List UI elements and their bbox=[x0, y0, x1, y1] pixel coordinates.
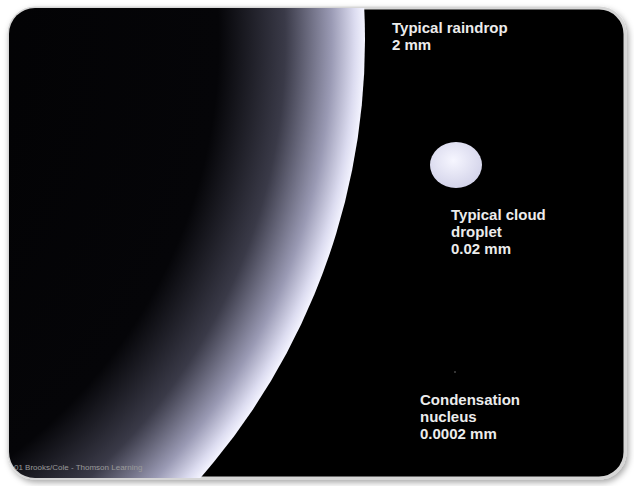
copyright-watermark: 01 Brooks/Cole - Thomson Learning bbox=[14, 463, 142, 473]
raindrop-circle bbox=[9, 8, 365, 478]
nucleus-name: Condensation nucleus bbox=[420, 391, 560, 425]
raindrop-name: Typical raindrop bbox=[392, 19, 592, 36]
cloud-droplet-circle bbox=[430, 142, 482, 188]
nucleus-size: 0.0002 mm bbox=[420, 425, 580, 442]
raindrop-size: 2 mm bbox=[392, 36, 592, 53]
cloud-droplet-name: Typical cloud droplet bbox=[451, 206, 563, 240]
cloud-droplet-size: 0.02 mm bbox=[451, 240, 611, 257]
condensation-nucleus-dot bbox=[454, 371, 456, 373]
